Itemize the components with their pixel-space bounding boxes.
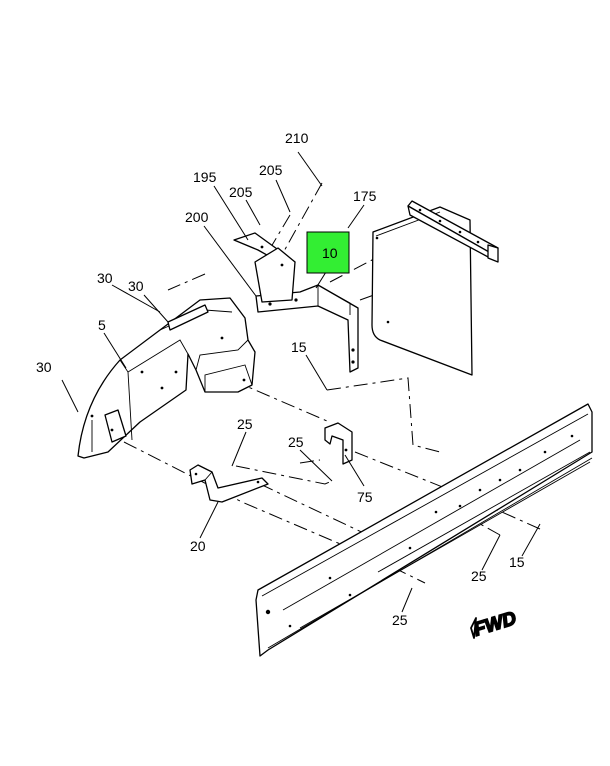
leader-lines (61, 151, 541, 613)
forward-label: FWD (471, 608, 519, 641)
callout-25-lower-right[interactable]: 25 (471, 568, 487, 584)
callout-15-lower[interactable]: 15 (509, 554, 525, 570)
callout-10[interactable]: 10 (322, 245, 338, 261)
callout-175[interactable]: 175 (353, 188, 377, 204)
callout-210[interactable]: 210 (285, 130, 309, 146)
callout-25-upper-right[interactable]: 25 (288, 434, 304, 450)
callout-30-top-right[interactable]: 30 (128, 278, 144, 294)
callout-205-left[interactable]: 205 (229, 184, 253, 200)
support-strap (189, 464, 269, 503)
callout-25-bottom[interactable]: 25 (392, 612, 408, 628)
highlight-box (306, 231, 350, 274)
main-mount-bracket (255, 284, 359, 373)
fender-assembly (77, 297, 256, 459)
flap-mount-bar (407, 200, 499, 263)
callout-200[interactable]: 200 (185, 209, 209, 225)
forward-arrow-icon (470, 617, 477, 639)
fender-upper-plate (233, 232, 296, 303)
callout-205-right[interactable]: 205 (259, 162, 283, 178)
callout-30-top-left[interactable]: 30 (97, 270, 113, 286)
callout-75[interactable]: 75 (357, 489, 373, 505)
callout-30-left[interactable]: 30 (36, 359, 52, 375)
callout-15-upper[interactable]: 15 (291, 339, 307, 355)
callout-5[interactable]: 5 (98, 317, 106, 333)
forward-direction-indicator: FWD (470, 607, 520, 642)
callout-labels: 210 195 205 205 175 200 10 30 30 5 30 15… (36, 130, 525, 628)
small-angle-bracket (324, 422, 353, 465)
callout-20[interactable]: 20 (190, 538, 206, 554)
frame-rail (255, 403, 593, 657)
callout-25-upper-left[interactable]: 25 (237, 416, 253, 432)
callout-195[interactable]: 195 (193, 169, 217, 185)
